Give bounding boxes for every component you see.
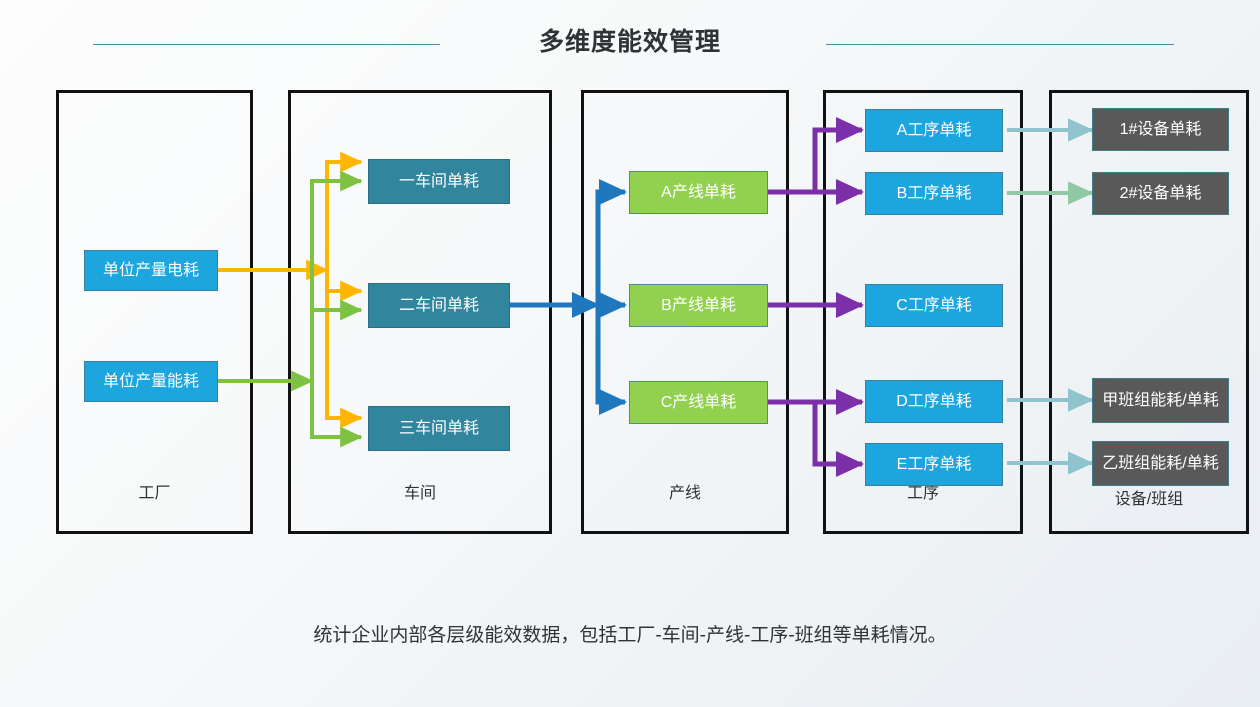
- title-rule-left-decoration: [93, 44, 440, 45]
- node-label: A产线单耗: [661, 183, 736, 201]
- node-label: 2#设备单耗: [1119, 184, 1202, 202]
- node-label: E工序单耗: [896, 455, 972, 473]
- node-label: 1#设备单耗: [1119, 120, 1202, 138]
- node-label: 甲班组能耗/单耗: [1102, 391, 1219, 409]
- column-label-productline: 产线: [668, 485, 701, 502]
- node-line-c[interactable]: C产线单耗: [629, 381, 768, 424]
- column-process: 工序: [823, 90, 1023, 534]
- footer-caption: 统计企业内部各层级能效数据，包括工厂-车间-产线-工序-班组等单耗情况。: [313, 625, 947, 646]
- node-device-1[interactable]: 1#设备单耗: [1092, 108, 1229, 151]
- edge-group-lines-to-processes: [768, 117, 865, 477]
- node-line-b[interactable]: B产线单耗: [629, 284, 768, 327]
- node-process-d[interactable]: D工序单耗: [865, 380, 1003, 423]
- column-factory: 工厂: [56, 90, 253, 534]
- column-label-process: 工序: [906, 485, 939, 502]
- column-label-workshop: 车间: [403, 485, 436, 502]
- edge-group-workshop2-to-lines: [510, 179, 628, 415]
- node-device-2[interactable]: 2#设备单耗: [1092, 172, 1229, 215]
- column-label-equipment-team: 设备/班组: [1114, 491, 1184, 508]
- node-label: C产线单耗: [660, 393, 737, 411]
- node-label: A工序单耗: [896, 121, 972, 139]
- node-label: 一车间单耗: [398, 172, 479, 190]
- node-workshop-1[interactable]: 一车间单耗: [368, 159, 510, 204]
- node-process-e[interactable]: E工序单耗: [865, 443, 1003, 486]
- node-team-jia[interactable]: 甲班组能耗/单耗: [1092, 378, 1229, 423]
- node-label: 三车间单耗: [398, 419, 479, 437]
- node-label: 二车间单耗: [398, 296, 479, 314]
- node-label: C工序单耗: [896, 296, 972, 314]
- node-workshop-3[interactable]: 三车间单耗: [368, 406, 510, 451]
- column-label-factory: 工厂: [138, 485, 171, 502]
- node-label: 乙班组能耗/单耗: [1102, 454, 1219, 472]
- node-label: 单位产量电耗: [102, 261, 199, 279]
- edge-group-processes-to-equipment: [1007, 118, 1094, 475]
- node-label: B工序单耗: [896, 184, 972, 202]
- edge-group-energy-to-workshops: [218, 170, 363, 448]
- node-label: 单位产量能耗: [102, 372, 199, 390]
- node-team-yi[interactable]: 乙班组能耗/单耗: [1092, 441, 1229, 486]
- page-title: 多维度能效管理: [538, 28, 721, 56]
- node-process-b[interactable]: B工序单耗: [865, 172, 1003, 215]
- edge-group-power-to-workshops: [218, 151, 363, 429]
- node-label: D工序单耗: [896, 392, 972, 410]
- node-label: B产线单耗: [661, 296, 736, 314]
- node-unit-energy[interactable]: 单位产量能耗: [84, 361, 218, 402]
- column-workshop: 车间: [288, 90, 552, 534]
- column-equipment-team: 设备/班组: [1049, 90, 1249, 534]
- node-workshop-2[interactable]: 二车间单耗: [368, 283, 510, 328]
- node-line-a[interactable]: A产线单耗: [629, 171, 768, 214]
- title-rule-right-decoration: [826, 44, 1174, 45]
- node-process-a[interactable]: A工序单耗: [865, 109, 1003, 152]
- node-unit-power[interactable]: 单位产量电耗: [84, 250, 218, 291]
- page-header: 多维度能效管理: [0, 0, 1260, 86]
- node-process-c[interactable]: C工序单耗: [865, 284, 1003, 327]
